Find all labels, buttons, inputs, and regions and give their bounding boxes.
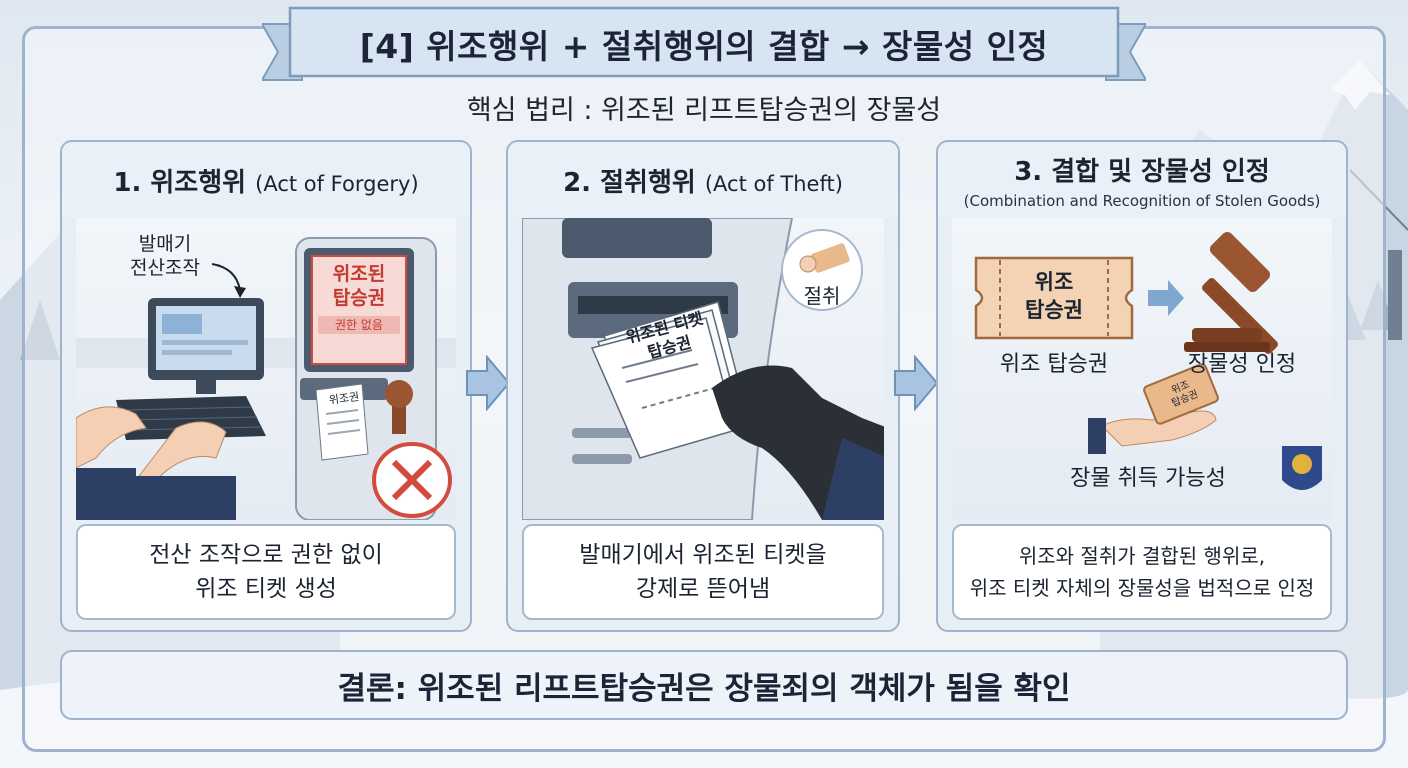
forgery-illustration: 발매기 전산조작 위조된 탑승권 권한 없음 위조권 xyxy=(76,218,456,520)
panel-header: 2. 절취행위 (Act of Theft) xyxy=(508,142,898,218)
panel-combination: 3. 결합 및 장물성 인정 (Combination and Recognit… xyxy=(936,140,1348,632)
panel-header: 1. 위조행위 (Act of Forgery) xyxy=(62,142,470,218)
gavel-caption: 장물성 인정 xyxy=(1187,352,1297,377)
panel-title: 2. 절취행위 (Act of Theft) xyxy=(563,162,843,199)
panel-caption: 전산 조작으로 권한 없이 위조 티켓 생성 xyxy=(76,524,456,620)
caption-line-1: 발매기에서 위조된 티켓을 xyxy=(579,542,827,568)
conclusion-box: 결론: 위조된 리프트탑승권은 장물죄의 객체가 됨을 확인 xyxy=(60,650,1348,720)
annotation-line-2: 전산조작 xyxy=(130,257,200,279)
panel-english-title: (Act of Theft) xyxy=(704,171,843,196)
forged-ticket-label: 위조 탑승권 xyxy=(1000,268,1108,324)
panel-caption: 위조와 절취가 결합된 행위로, 위조 티켓 자체의 장물성을 법적으로 인정 xyxy=(952,524,1332,620)
panel-title: 1. 위조행위 (Act of Forgery) xyxy=(113,162,418,199)
panel-theft: 2. 절취행위 (Act of Theft) xyxy=(506,140,900,632)
ticket-label-line-1: 위조 xyxy=(1034,270,1074,294)
panel-caption: 발매기에서 위조된 티켓을 강제로 뜯어냄 xyxy=(522,524,884,620)
theft-illustration: 위조된 티켓 탑승권 절취 xyxy=(522,218,884,520)
panel-number-title: 1. 위조행위 xyxy=(113,167,247,198)
annotation-line-1: 발매기 xyxy=(138,233,192,255)
annotation-label: 발매기 전산조작 xyxy=(120,232,210,280)
title-banner: [4] 위조행위 + 절취행위의 결합 → 장물성 인정 xyxy=(262,4,1146,88)
screen-line-2: 탑승권 xyxy=(332,287,386,309)
panel-forgery: 1. 위조행위 (Act of Forgery) xyxy=(60,140,472,632)
caption-line-2: 위조 티켓 자체의 장물성을 법적으로 인정 xyxy=(969,576,1315,600)
conclusion-text: 결론: 위조된 리프트탑승권은 장물죄의 객체가 됨을 확인 xyxy=(337,670,1071,707)
flow-arrow-icon xyxy=(894,355,939,411)
kiosk-screen-text: 위조된 탑승권 권한 없음 xyxy=(312,262,406,334)
screen-line-1: 위조된 xyxy=(332,263,386,285)
page-title: [4] 위조행위 + 절취행위의 결합 → 장물성 인정 xyxy=(359,27,1049,66)
caption-line-2: 위조 티켓 생성 xyxy=(195,576,337,602)
hand-caption: 장물 취득 가능성 xyxy=(1070,466,1226,491)
panel-header: 3. 결합 및 장물성 인정 (Combination and Recognit… xyxy=(938,142,1346,218)
panel-number-title: 2. 절취행위 xyxy=(563,167,696,198)
caption-line-1: 위조와 절취가 결합된 행위로, xyxy=(1018,544,1266,568)
screen-line-3: 권한 없음 xyxy=(318,316,400,334)
combination-illustration: 위조 탑승권 위조 탑승권 장물성 인정 위조 탑승권 장물 취득 가능성 xyxy=(952,218,1332,520)
panel-english-title: (Act of Forgery) xyxy=(255,171,419,196)
subtitle: 핵심 법리 : 위조된 리프트탑승권의 장물성 xyxy=(466,95,942,126)
caption-line-2: 강제로 뜯어냄 xyxy=(635,576,771,602)
panel-title: 3. 결합 및 장물성 인정 xyxy=(1014,156,1270,187)
ticket-label-line-2: 탑승권 xyxy=(1025,298,1083,322)
ticket-caption: 위조 탑승권 xyxy=(999,352,1109,377)
panel-english-title: (Combination and Recognition of Stolen G… xyxy=(963,191,1321,210)
theft-badge-label: 절취 xyxy=(803,284,841,308)
flow-arrow-icon xyxy=(466,355,511,411)
caption-line-1: 전산 조작으로 권한 없이 xyxy=(149,542,383,568)
